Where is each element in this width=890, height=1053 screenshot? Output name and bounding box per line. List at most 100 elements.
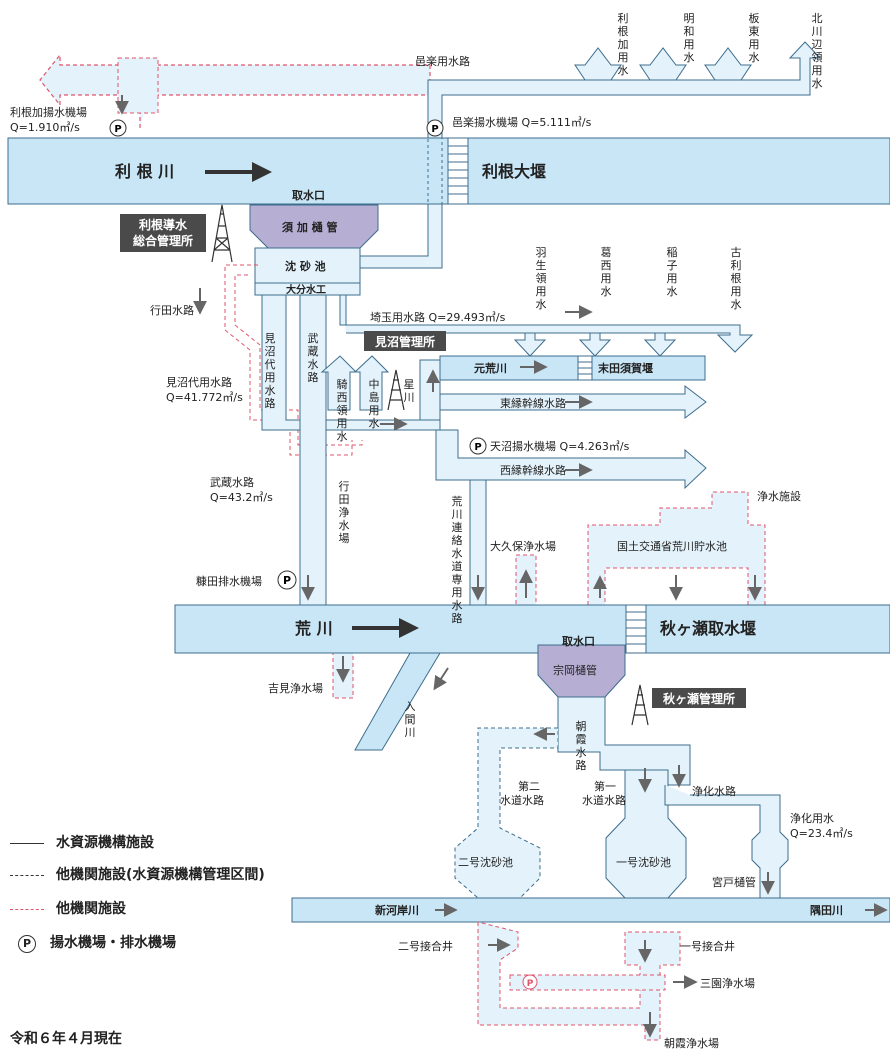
tone-intake-label: 取水口 xyxy=(292,188,325,202)
svg-text:P: P xyxy=(114,124,121,135)
hoshikawa-label: 星川 xyxy=(404,378,415,404)
akigase-office-box: 秋ヶ瀬管理所 xyxy=(652,688,746,708)
musashi-v-label: 武蔵水路 xyxy=(308,332,319,384)
asaka-canal-label: 朝霞水路 xyxy=(576,720,587,772)
musashi-channel xyxy=(299,294,327,606)
pump-icon-ora: P xyxy=(426,119,444,137)
settling-label: 沈 砂 池 xyxy=(285,259,326,273)
tonekako-label: 利根加用水 xyxy=(618,12,629,77)
jouka-water-label-2: Q=23.4㎥/s xyxy=(790,827,853,840)
legend-item-dashed: 他機関施設(水資源機構管理区間) xyxy=(10,864,265,884)
gyoda-plant-label: 行田浄水場 xyxy=(339,480,350,545)
pump-legend-icon: P xyxy=(18,935,36,953)
minumadai-label-1: 見沼代用水路 xyxy=(166,375,232,389)
svg-text:利根導水: 利根導水 xyxy=(139,217,188,232)
kotone-label: 古利根用水 xyxy=(731,246,742,311)
as-of-date: 令和６年４月現在 xyxy=(10,1031,122,1047)
nishi-canal xyxy=(435,429,707,490)
pump-icon-amanuma: P xyxy=(469,437,487,455)
motoarakawa-label: 元荒川 xyxy=(474,361,507,375)
sueda-weir-label: 末田須賀堰 xyxy=(597,361,653,375)
meiwa-label: 明和用水 xyxy=(684,12,695,64)
minuma-office-tower-icon xyxy=(387,369,405,411)
no2-settling-label: 二号沈砂池 xyxy=(458,855,513,869)
jouka-canal-label: 浄化水路 xyxy=(692,784,736,798)
arakawa-renraku-label: 荒川連絡水道専用水路 xyxy=(452,495,463,625)
no1-canal-label-2: 水道水路 xyxy=(582,793,626,807)
iruma-label: 入間川 xyxy=(405,700,416,739)
okubo-label: 大久保浄水場 xyxy=(490,539,556,553)
minumadai-label-2: Q=41.772㎥/s xyxy=(166,391,243,404)
legend-item-solid: 水資源機構施設 xyxy=(10,832,154,852)
nukata-label: 糠田排水機場 xyxy=(196,574,262,588)
svg-text:P: P xyxy=(474,442,481,453)
pump-icon-misono: P xyxy=(522,974,538,990)
muneoka-label: 宗岡樋管 xyxy=(553,663,597,677)
ara-intake-label: 取水口 xyxy=(562,634,595,648)
suka-gate-label: 須 加 樋 管 xyxy=(281,220,338,234)
tonekako-pump-label-1: 利根加揚水機場 xyxy=(10,105,87,119)
musashi-label-2: Q=43.2㎥/s xyxy=(210,491,273,504)
akigase-weir-label: 秋ヶ瀬取水堰 xyxy=(660,619,756,638)
gyoda-label: 行田水路 xyxy=(150,304,194,317)
tonekako-pump-label-2: Q=1.910㎥/s xyxy=(10,121,80,134)
legend-item-pump: P 揚水機場・排水機場 xyxy=(10,932,176,953)
legend-label-red-dashed: 他機関施設 xyxy=(56,901,126,917)
kokudo-label: 国土交通省荒川貯水池 xyxy=(617,539,727,553)
jouka-water-label-1: 浄化用水 xyxy=(790,811,834,825)
no1-settling-label: 一号沈砂池 xyxy=(616,855,671,869)
svg-text:P: P xyxy=(527,979,534,989)
arakawa-river xyxy=(174,604,890,654)
daibun-label: 大分水工 xyxy=(286,283,326,296)
musashi-label-1: 武蔵水路 xyxy=(210,476,254,489)
legend-label-dashed: 他機関施設(水資源機構管理区間) xyxy=(56,867,265,883)
svg-text:P: P xyxy=(283,574,291,587)
pump-icon-tonekako: P xyxy=(109,119,127,137)
inago-label: 稲子用水 xyxy=(667,246,678,298)
no2-junction-label: 二号接合井 xyxy=(398,939,453,953)
amanuma-label: 天沼揚水機場 Q=4.263㎥/s xyxy=(490,439,630,453)
tone-weir-label: 利根大堰 xyxy=(482,162,546,181)
minuma-office-box: 見沼管理所 xyxy=(364,331,446,351)
higashi-label: 東縁幹線水路 xyxy=(500,396,566,410)
svg-text:秋ヶ瀬管理所: 秋ヶ瀬管理所 xyxy=(663,691,735,706)
legend-item-red-dashed: 他機関施設 xyxy=(10,898,126,918)
nishi-label: 西縁幹線水路 xyxy=(500,463,566,477)
saitama-label: 埼玉用水路 Q=29.493㎥/s xyxy=(370,310,506,324)
saitama-canal xyxy=(339,295,754,353)
shingashi-label: 新河岸川 xyxy=(375,903,419,917)
minumadai-v-label: 見沼代用水路 xyxy=(265,332,276,410)
pump-icon-nukata: P xyxy=(277,570,297,590)
nakajima-label: 中島用水 xyxy=(369,378,380,430)
tone-river-label: 利 根 川 xyxy=(115,162,174,181)
ora-pump-label: 邑楽揚水機場 Q=5.111㎥/s xyxy=(452,115,592,129)
svg-text:見沼管理所: 見沼管理所 xyxy=(374,334,435,349)
itakura-label: 板東用水 xyxy=(749,11,760,64)
akigase-office-tower-icon xyxy=(631,684,649,726)
legend-solid-line xyxy=(10,842,44,844)
no1-junction-label: 一号接合井 xyxy=(680,939,735,953)
legend-dashed-line xyxy=(10,874,44,876)
tone-office-box: 利根導水 総合管理所 xyxy=(120,214,206,252)
motoarakawa xyxy=(439,355,706,381)
no2-canal-label-2: 水道水路 xyxy=(500,793,544,807)
sumida-label: 隅田川 xyxy=(810,903,843,917)
legend-label-solid: 水資源機構施設 xyxy=(56,835,154,851)
legend-label-pump: 揚水機場・排水機場 xyxy=(50,935,176,951)
kisai-label: 騎西領用水 xyxy=(337,378,348,443)
tonekako-canal xyxy=(39,53,431,128)
no1-canal-label-1: 第一 xyxy=(594,779,616,793)
ora-canal-network xyxy=(427,41,822,141)
hanyu-label: 羽生領用水 xyxy=(536,246,547,311)
arakawa-label: 荒 川 xyxy=(294,619,333,638)
miyado-label: 宮戸樋管 xyxy=(712,875,756,889)
legend-red-dashed-line xyxy=(10,908,44,910)
no2-canal-label-1: 第二 xyxy=(518,779,540,793)
misono-label: 三園浄水場 xyxy=(700,976,755,990)
akigase-weir xyxy=(625,604,647,654)
asaka-plant-label: 朝霞浄水場 xyxy=(664,1036,719,1050)
shingashi-river xyxy=(291,897,890,923)
iruma-river xyxy=(354,652,441,751)
kasai-label: 葛西用水 xyxy=(601,246,612,298)
